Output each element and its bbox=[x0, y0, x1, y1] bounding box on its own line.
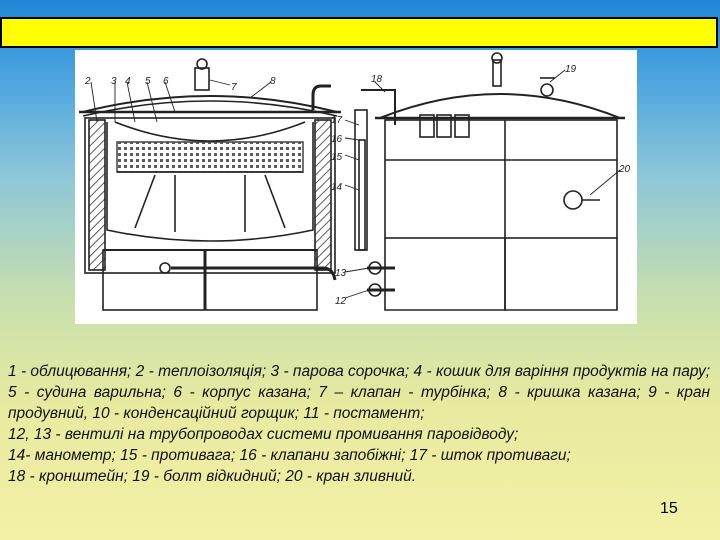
label-19: 19 bbox=[565, 64, 577, 75]
equipment-diagram: 2 3 4 5 6 7 8 18 19 17 16 15 14 20 13 12 bbox=[75, 50, 637, 324]
leader-lines bbox=[90, 69, 621, 299]
label-15: 15 bbox=[331, 152, 343, 163]
label-2: 2 bbox=[84, 76, 91, 87]
label-6: 6 bbox=[163, 76, 169, 87]
label-4: 4 bbox=[125, 76, 131, 87]
label-7: 7 bbox=[231, 82, 237, 93]
page-number: 15 bbox=[660, 500, 678, 517]
section-view bbox=[79, 58, 341, 311]
insulation-left bbox=[88, 119, 106, 271]
caption-line: 14- манометр; 15 - противага; 16 - клапа… bbox=[8, 447, 571, 464]
label-13: 13 bbox=[335, 268, 347, 279]
label-14: 14 bbox=[331, 182, 343, 193]
label-20: 20 bbox=[618, 164, 631, 175]
legend-caption: 1 - облицювання; 2 - теплоізоляція; 3 - … bbox=[8, 361, 710, 487]
caption-line: 12, 13 - вентилі на трубопроводах систем… bbox=[8, 426, 519, 443]
label-12: 12 bbox=[335, 296, 347, 307]
label-8: 8 bbox=[270, 76, 276, 87]
caption-line: 18 - кронштейн; 19 - болт відкидний; 20 … bbox=[8, 468, 417, 485]
label-5: 5 bbox=[145, 76, 151, 87]
label-3: 3 bbox=[111, 76, 117, 87]
label-18: 18 bbox=[371, 74, 383, 85]
label-17: 17 bbox=[331, 115, 343, 126]
insulation-right bbox=[314, 119, 332, 271]
external-view bbox=[354, 52, 625, 311]
kettle-drawing: 2 3 4 5 6 7 8 18 19 17 16 15 14 20 13 12 bbox=[79, 52, 631, 311]
caption-line: 1 - облицювання; 2 - теплоізоляція; 3 - … bbox=[8, 363, 710, 422]
title-bar bbox=[0, 17, 718, 48]
label-16: 16 bbox=[331, 134, 343, 145]
